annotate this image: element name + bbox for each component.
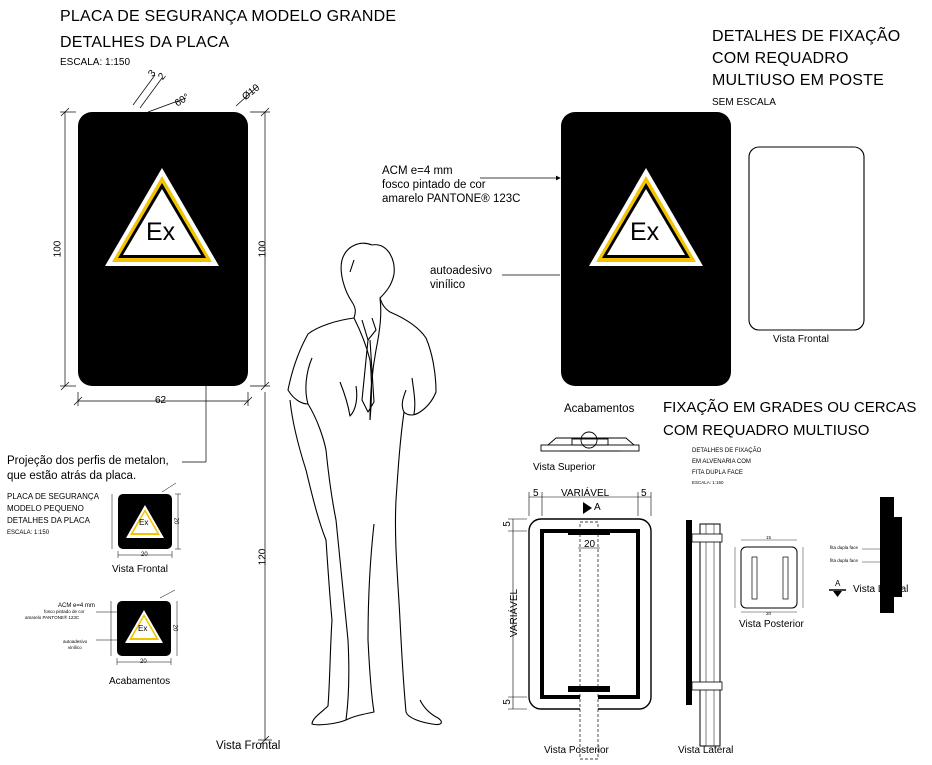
small-sign-title-1: PLACA DE SEGURANÇA: [7, 492, 100, 501]
pole-sign: [561, 112, 731, 386]
small-sign-title-3: DETALHES DA PLACA: [7, 516, 90, 525]
small-sign-ex-text: Ex: [139, 518, 149, 527]
large-sign-scale: ESCALA: 1:150: [60, 57, 131, 68]
pole-side-view: [686, 520, 723, 747]
large-sign-dimensions: [60, 74, 272, 745]
pole-note-paint-2: amarelo PANTONE® 123C: [382, 193, 521, 205]
fence-dim-5-right: 5: [641, 488, 647, 499]
small-note-adhesive-1: autoadesivo: [63, 639, 88, 644]
pole-note-paint-1: fosco pintado de cor: [382, 179, 486, 191]
small-sign-finishes-width: 20: [140, 659, 147, 665]
masonry-tape-1: fita dupla face: [830, 545, 859, 550]
pole-note-adhesive-2: vinílico: [430, 279, 466, 291]
large-sign-height-right: 100: [257, 240, 269, 258]
fence-dim-5-left: 5: [533, 488, 539, 499]
top-view-drawing: [540, 431, 640, 452]
masonry-back-dims: [734, 539, 804, 613]
large-sign-subtitle: DETALHES DA PLACA: [60, 34, 230, 51]
pole-sign-ex-text: Ex: [630, 218, 660, 246]
pole-note-adhesive-1: autoadesivo: [430, 265, 493, 277]
small-sign-width: 20: [141, 552, 148, 558]
small-note-acm: ACM e=4 mm: [58, 603, 95, 609]
large-sign: [78, 112, 248, 386]
fence-back-dims: [508, 492, 652, 710]
pole-sign-leaders: [480, 175, 561, 276]
fence-height-variable: VARIÁVEL: [509, 588, 521, 638]
large-sign-title: PLACA DE SEGURANÇA MODELO GRANDE: [60, 8, 397, 25]
large-sign-front-view-caption: Vista Frontal: [216, 740, 281, 752]
masonry-back-view-caption: Vista Posterior: [739, 619, 804, 630]
fence-dim-20: 20: [584, 539, 596, 550]
pole-note-acm: ACM e=4 mm: [382, 165, 453, 177]
small-sign-finishes-dims: [96, 589, 178, 665]
fence-dim-5-bottom: 5: [501, 699, 513, 705]
small-sign-finishes: [117, 601, 171, 656]
small-sign-finishes-height: 20: [171, 624, 178, 632]
large-sign-width: 62: [155, 395, 167, 406]
small-sign-front-view-caption: Vista Frontal: [112, 564, 168, 575]
pole-title-1: DETALHES DE FIXAÇÃO: [712, 28, 901, 45]
human-figure-icon: [287, 242, 442, 726]
large-sign-height-left: 100: [52, 240, 64, 258]
large-sign-ex-text: Ex: [146, 218, 176, 246]
fence-back-view-caption: Vista Posterior: [544, 745, 609, 756]
small-sign-scale: ESCALA: 1:150: [7, 530, 50, 536]
masonry-title-2: EM ALVENARIA COM: [692, 459, 751, 465]
masonry-title-3: FITA DUPLA FACE: [692, 470, 743, 476]
fence-title-2: COM REQUADRO MULTIUSO: [663, 422, 870, 439]
masonry-side-view-caption: Vista Lateral: [853, 584, 909, 595]
small-sign-finishes-ex-text: Ex: [138, 624, 148, 633]
fence-side-view-caption: Vista Lateral: [678, 745, 734, 756]
fence-back-view: [528, 518, 652, 760]
pole-title-3: MULTIUSO EM POSTE: [712, 72, 885, 89]
section-a-marker-icon: [583, 502, 592, 514]
projection-note-line1: Projeção dos perfis de metalon,: [7, 455, 169, 467]
total-height-label: 120: [257, 548, 269, 566]
small-sign-front-dims: [111, 482, 181, 558]
small-sign-front: [118, 494, 172, 549]
small-sign-height: 20: [172, 517, 179, 525]
fence-section-a: A: [594, 502, 601, 513]
top-view-caption: Vista Superior: [533, 462, 596, 473]
warning-triangle-icon: [105, 168, 219, 266]
fence-title-1: FIXAÇÃO EM GRADES OU CERCAS: [663, 399, 917, 416]
fence-width-variable: VARIÁVEL: [561, 488, 610, 499]
small-note-paint-1: fosco pintado de cor: [44, 609, 85, 614]
projection-note-line2: que estão atrás da placa.: [7, 470, 137, 482]
masonry-section-a: A: [835, 579, 841, 588]
fence-dim-5-top: 5: [501, 521, 513, 527]
section-a-cut-icon: [829, 589, 846, 597]
small-sign-finishes-caption: Acabamentos: [109, 676, 171, 687]
masonry-tape-2: fita dupla face: [830, 558, 859, 563]
small-note-adhesive-2: vinílico: [68, 645, 82, 650]
masonry-dim-15: 15: [766, 535, 772, 540]
pole-no-scale: SEM ESCALA: [712, 97, 776, 108]
blank-frame-front: [748, 146, 865, 331]
masonry-scale: ESCALA: 1:150: [692, 480, 724, 485]
pole-finishes-caption: Acabamentos: [564, 403, 635, 415]
pole-title-2: COM REQUADRO: [712, 50, 849, 67]
masonry-dim-20: 20: [766, 611, 772, 616]
masonry-side-view: [862, 497, 902, 613]
small-sign-title-2: MODELO PEQUENO: [7, 504, 84, 513]
masonry-title-1: DETALHES DE FIXAÇÃO: [692, 448, 762, 454]
small-note-paint-2: amarelo PANTONE® 123C: [25, 615, 80, 620]
masonry-back-view: [740, 546, 798, 609]
blank-frame-caption: Vista Frontal: [773, 334, 829, 345]
